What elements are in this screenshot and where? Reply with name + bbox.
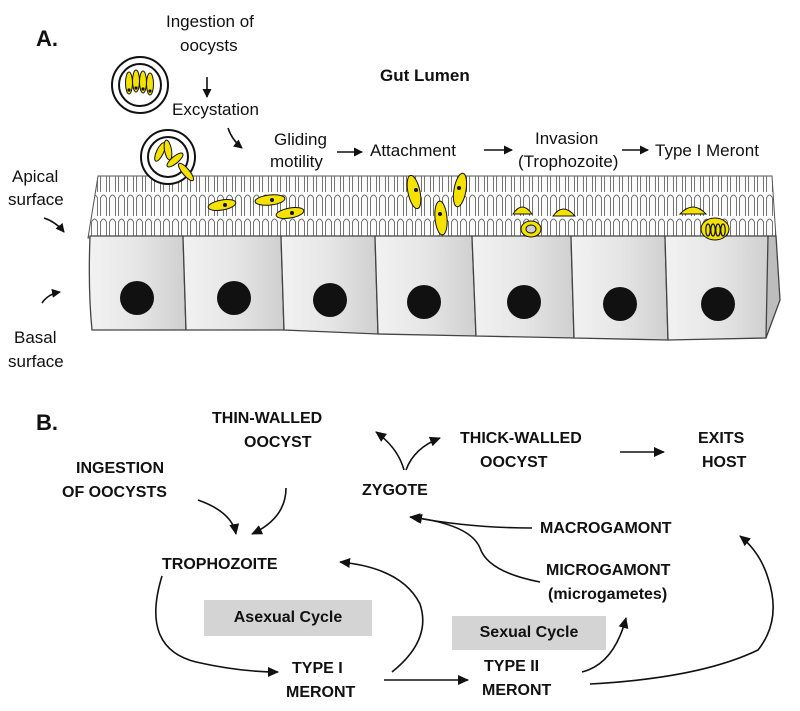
arrow-thin-walled-to-trophozoite	[251, 487, 287, 535]
arrow-microgamont-to-zygote	[409, 513, 541, 583]
arrow-type-ii-to-macrogamont	[589, 535, 774, 685]
ingestion-label-line2: oocysts	[180, 36, 238, 55]
cell-nuclei	[120, 281, 735, 321]
sexual-cycle-box: Sexual Cycle	[452, 616, 606, 650]
nucleus	[507, 285, 541, 319]
gliding-label-line1: Gliding	[274, 130, 327, 149]
trophozoite-label: TROPHOZOITE	[162, 556, 278, 573]
nucleus	[120, 281, 154, 315]
arrow-type-i-to-trophozoite	[339, 557, 424, 673]
macrogamont-label: MACROGAMONT	[540, 520, 672, 537]
thin-walled-oocyst-line2: OOCYST	[244, 434, 312, 451]
type-i-meront-line2: MERONT	[286, 684, 356, 701]
apical-label-line2: surface	[8, 190, 64, 209]
invasion-label-line1: Invasion	[535, 129, 599, 148]
type-ii-meront-line2: MERONT	[482, 682, 552, 699]
asexual-cycle-box: Asexual Cycle	[204, 600, 372, 636]
microgamont-label-line2: (microgametes)	[548, 586, 668, 603]
type-i-meront	[678, 206, 730, 241]
nucleus	[217, 281, 251, 315]
arrow-macrogamont-to-zygote	[411, 513, 533, 529]
arrow-zygote-to-thin-walled	[375, 431, 405, 471]
ingestion-label-line1: Ingestion of	[166, 12, 254, 31]
arrow-zygote-to-thick-walled	[405, 436, 441, 471]
ingestion-of-oocysts-line2: OF OOCYSTS	[62, 484, 167, 501]
basal-label-line2: surface	[8, 352, 64, 371]
ingestion-of-oocysts-line1: INGESTION	[76, 460, 165, 477]
thick-walled-oocyst-line1: THICK-WALLED	[460, 430, 582, 447]
panel-a-label: A.	[36, 26, 58, 51]
type-i-meront-label: Type I Meront	[655, 141, 759, 160]
gliding-label-line2: motility	[270, 152, 323, 171]
arrow-type-ii-to-microgamont	[581, 617, 629, 673]
apical-label-line1: Apical	[12, 167, 59, 186]
thin-walled-oocyst-line1: THIN-WALLED	[212, 410, 323, 427]
excystation-label: Excystation	[172, 100, 259, 119]
invasion-label-line2: (Trophozoite)	[518, 152, 619, 171]
nucleus	[407, 285, 441, 319]
arrow-ingestion-to-trophozoite	[197, 499, 240, 535]
exits-host-line1: EXITS	[698, 430, 745, 447]
basal-label-line1: Basal	[14, 328, 57, 347]
gut-lumen-title: Gut Lumen	[380, 66, 470, 85]
zygote-label: ZYGOTE	[362, 482, 428, 499]
nucleus	[701, 287, 735, 321]
type-ii-meront-line1: TYPE II	[484, 658, 540, 675]
microgamont-label-line1: MICROGAMONT	[546, 562, 671, 579]
sporozoites-attached	[406, 172, 468, 236]
panel-b-label: B.	[36, 410, 58, 435]
nucleus	[313, 283, 347, 317]
exits-host-line2: HOST	[702, 454, 747, 471]
oocyst-intact	[111, 56, 169, 114]
thick-walled-oocyst-line2: OOCYST	[480, 454, 548, 471]
oocyst-excysting	[140, 129, 196, 185]
type-i-meront-line1: TYPE I	[292, 660, 343, 677]
arrow-trophozoite-to-type-i	[155, 575, 279, 677]
nucleus	[603, 287, 637, 321]
attachment-label: Attachment	[370, 141, 456, 160]
trophozoites	[512, 206, 577, 238]
